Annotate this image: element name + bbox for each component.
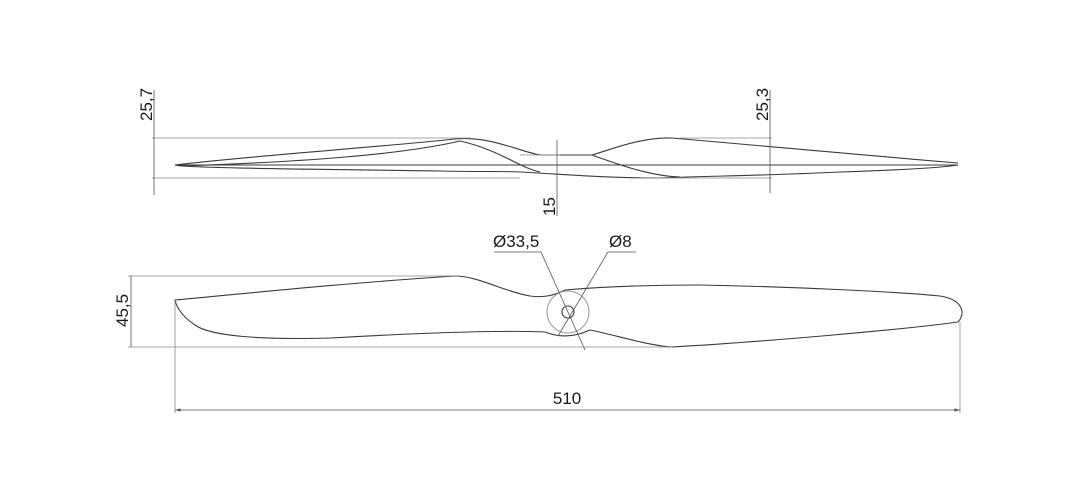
dim-max-chord: 45,5 (113, 294, 132, 327)
top-view: Ø33,5 Ø8 45,5 510 (113, 232, 963, 413)
dim-overall-length: 510 (553, 389, 581, 408)
top-view-blade-outline (174, 275, 963, 348)
dim-hub-thickness: 15 (540, 197, 559, 216)
side-view-blade-mid-edge (179, 140, 541, 173)
dim-right-thickness: 25,3 (753, 88, 772, 121)
leader-hub-diameter (540, 251, 586, 351)
side-view-blade-mid-edge-right (591, 154, 681, 178)
dim-hub-diameter: Ø33,5 (493, 232, 539, 251)
side-view-blade-upper-edge (174, 137, 959, 166)
side-view-blade-lower-edge (174, 164, 959, 179)
bore-circle (561, 305, 575, 319)
leader-bore-diameter (557, 251, 609, 337)
hub-circle (546, 290, 590, 334)
dim-left-thickness: 25,7 (137, 88, 156, 121)
dim-bore-diameter: Ø8 (609, 232, 632, 251)
side-view: 25,7 25,3 15 (137, 88, 959, 216)
